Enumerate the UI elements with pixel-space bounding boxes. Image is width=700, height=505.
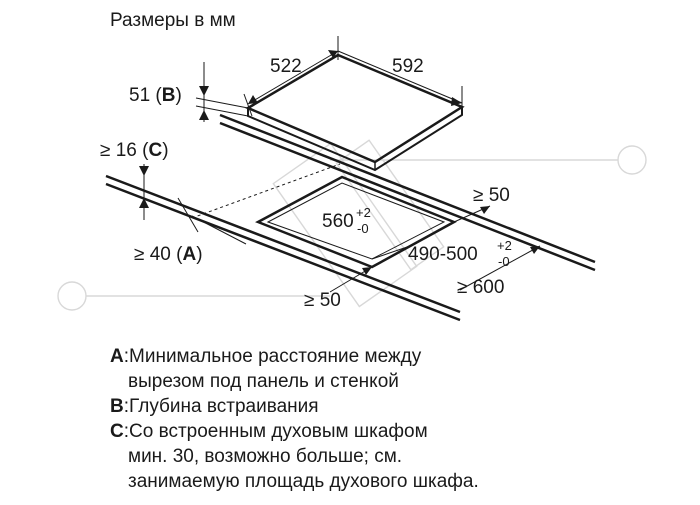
dim-gap-c-value: ≥ 16	[100, 140, 137, 161]
dim-gap-a: ≥ 40 (A)	[134, 244, 203, 265]
dim-cutout-depth-tol-plus: +2	[497, 238, 512, 253]
legend-item-c: C: Со встроенным духовым шкафом	[110, 421, 428, 442]
legend-item-a: A: Минимальное расстояние между	[110, 346, 422, 367]
dim-gap-c: ≥ 16 (C)	[100, 140, 169, 161]
letter-c: C	[148, 140, 162, 161]
dim-cutout-depth-tol-minus: -0	[498, 254, 510, 269]
legend-text-c-line1: Со встроенным духовым шкафом	[129, 421, 428, 442]
legend-text-b-line1: Глубина встраивания	[129, 396, 319, 417]
dim-built-in-depth-value: 51	[129, 85, 150, 106]
dim-front-gap: ≥ 50	[304, 290, 341, 311]
dim-cutout-width-tol-plus: +2	[356, 205, 371, 220]
wall-reference	[191, 163, 341, 219]
dim-side-gap-right: ≥ 50	[473, 185, 510, 206]
page-title: Размеры в мм	[110, 10, 236, 31]
dim-built-in-depth: 51 (B)	[129, 85, 182, 106]
dim-worktop-depth: ≥ 600	[457, 277, 504, 298]
legend-key-a: A	[110, 346, 124, 367]
dim-cutout-depth: 490-500	[408, 244, 478, 265]
dim-cutout-width-tol-minus: -0	[357, 221, 369, 236]
dim-hob-width: 592	[392, 56, 424, 77]
legend-key-c: C	[110, 421, 124, 442]
worktop	[105, 113, 596, 322]
dim-hob-depth: 522	[270, 56, 302, 77]
legend: A: Минимальное расстояние между вырезом …	[110, 344, 670, 494]
legend-text-a-line2: вырезом под панель и стенкой	[128, 371, 399, 392]
legend-text-c-line3: занимаемую площадь духового шкафа.	[128, 471, 479, 492]
legend-item-b: B: Глубина встраивания	[110, 396, 319, 417]
letter-a: A	[182, 244, 196, 265]
legend-text-a-line1: Минимальное расстояние между	[129, 346, 422, 367]
dim-cutout-width: 560	[322, 211, 354, 232]
dim-gap-a-value: ≥ 40	[134, 244, 171, 265]
legend-key-b: B	[110, 396, 124, 417]
letter-b: B	[162, 85, 176, 106]
legend-text-c-line2: мин. 30, возможно больше; см.	[128, 446, 403, 467]
arrowheads	[139, 50, 540, 275]
